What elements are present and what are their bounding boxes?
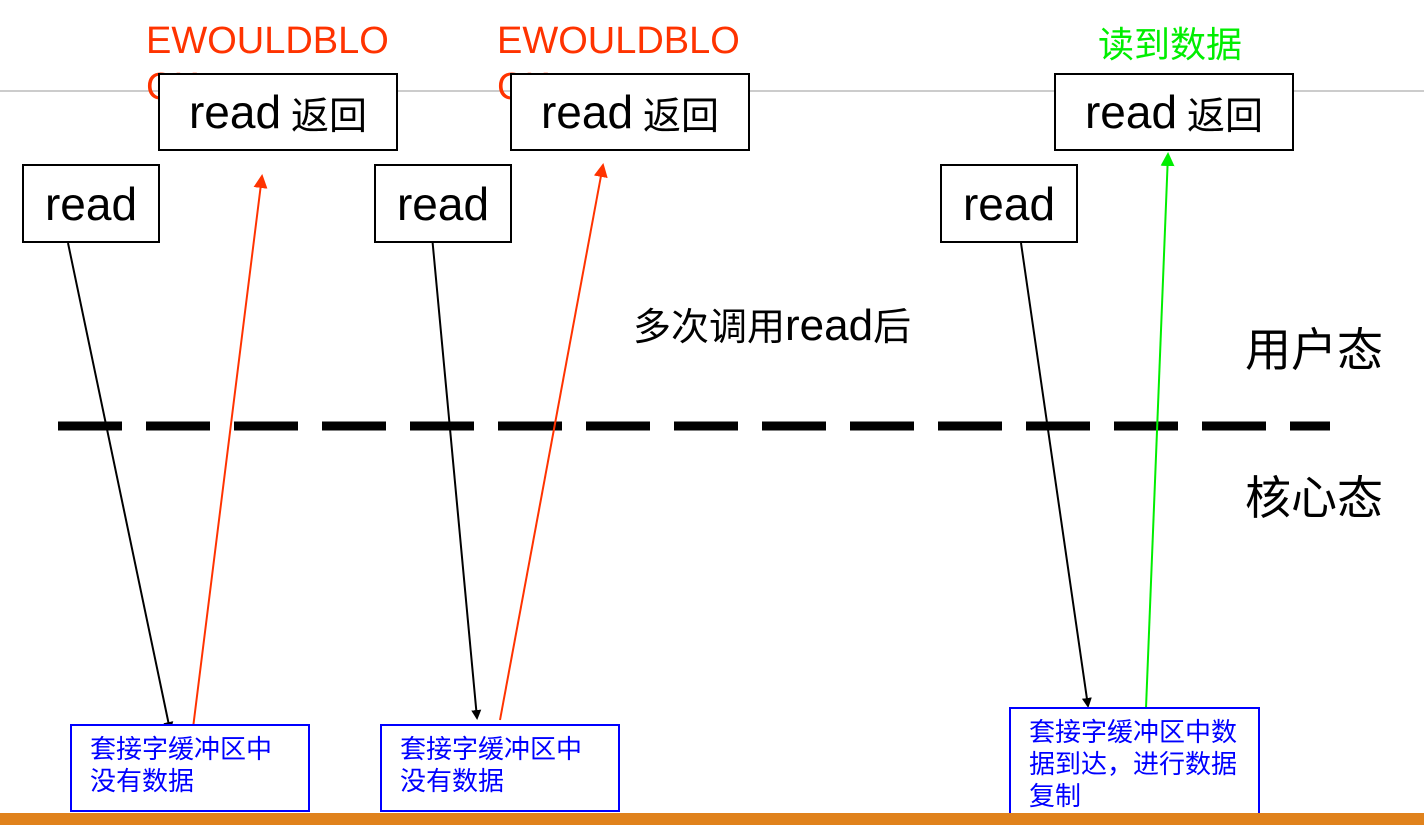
read-call-box-2: read [374, 164, 512, 243]
read-call-box-3: read [940, 164, 1078, 243]
read-return-cjk: 返回 [291, 93, 368, 138]
read-return-word: read [540, 86, 634, 138]
user-mode-label: 用户态 [1245, 323, 1383, 377]
read-call-box-1: read [22, 164, 160, 243]
note-prefix: 多次调用 [633, 305, 786, 349]
success-arrow [1145, 152, 1175, 709]
kernel-mode-label: 核心态 [1245, 471, 1383, 525]
kernel-buffer-empty-box-1: 套接字缓冲区中没有数据 [70, 724, 310, 812]
kernel-buffer-empty-box-2: 套接字缓冲区中没有数据 [380, 724, 620, 812]
repeated-read-note: 多次调用read后 [633, 296, 911, 351]
read-return-word: read [188, 86, 282, 138]
read-return-cjk: 返回 [1187, 93, 1264, 138]
note-suffix: 后 [873, 305, 912, 349]
call-arrow-3 [1020, 242, 1092, 708]
fail-arrow-1 [192, 174, 268, 729]
read-return-cjk: 返回 [643, 93, 720, 138]
kernel-buffer-data-box: 套接字缓冲区中数据到达，进行数据复制 [1009, 707, 1260, 825]
call-arrow-1 [67, 242, 174, 732]
call-arrow-2 [431, 235, 482, 720]
bottom-accent-bar [0, 813, 1424, 825]
note-word: read [785, 301, 874, 350]
read-return-word: read [1084, 86, 1178, 138]
fail-arrow-2 [499, 163, 608, 721]
status-label-data-read: 读到数据 [1098, 25, 1243, 66]
